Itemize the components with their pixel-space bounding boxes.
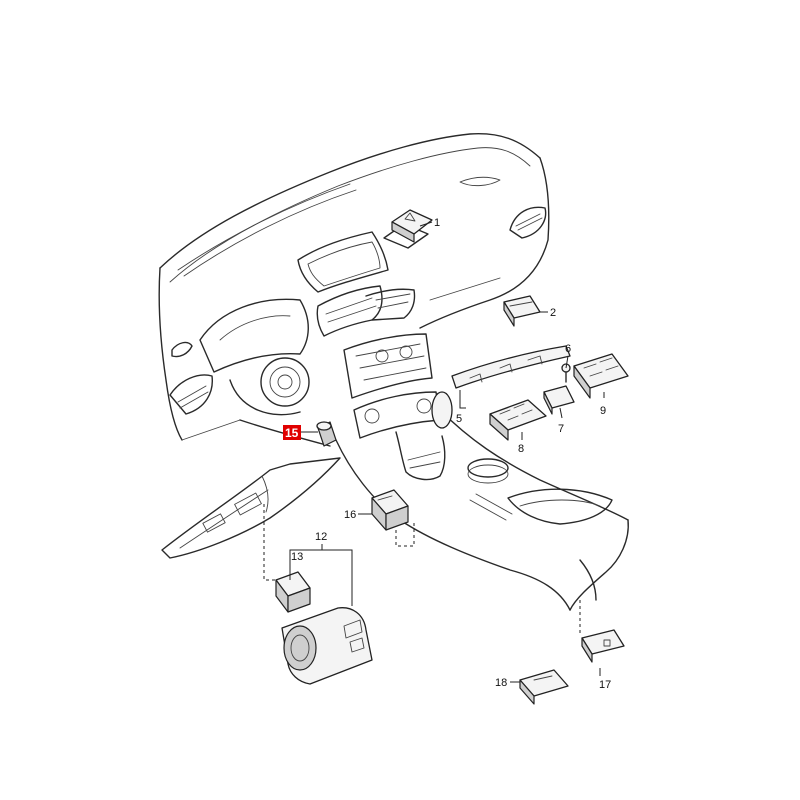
part-16-switch bbox=[371, 489, 409, 531]
center-console bbox=[335, 391, 629, 611]
part-2-switch bbox=[503, 295, 541, 327]
part-5-switch-bracket bbox=[451, 345, 571, 389]
callout-1: 1 bbox=[434, 217, 440, 229]
callout-18: 18 bbox=[495, 677, 507, 689]
callout-17: 17 bbox=[599, 679, 611, 691]
callout-9: 9 bbox=[600, 405, 606, 417]
part-15-start-button bbox=[316, 421, 337, 447]
left-trim-panel bbox=[161, 457, 341, 559]
part-13-switch bbox=[275, 571, 311, 613]
part-1-hazard-switch bbox=[391, 209, 433, 243]
callout-16: 16 bbox=[344, 509, 356, 521]
callout-6: 6 bbox=[565, 343, 571, 355]
callout-2: 2 bbox=[550, 307, 556, 319]
leader-lines bbox=[263, 221, 605, 683]
callout-5: 5 bbox=[456, 413, 462, 425]
callout-7: 7 bbox=[558, 423, 564, 435]
part-17-switch bbox=[581, 629, 625, 663]
callout-15-highlight-box bbox=[283, 425, 301, 440]
callout-8: 8 bbox=[518, 443, 524, 455]
callout-12: 12 bbox=[315, 531, 327, 543]
callout-15: 15 bbox=[285, 426, 299, 440]
part-9-switch-block bbox=[573, 353, 629, 399]
callout-labels: 1 2 5 6 7 8 9 12 13 15 16 17 18 bbox=[283, 217, 611, 691]
callout-13: 13 bbox=[291, 551, 303, 563]
part-8-switch-block bbox=[489, 399, 547, 441]
part-7-switch bbox=[543, 385, 575, 415]
part-18-switch bbox=[519, 669, 569, 705]
dashboard-outline bbox=[158, 133, 550, 447]
part-12-headlight-switch bbox=[281, 607, 373, 685]
